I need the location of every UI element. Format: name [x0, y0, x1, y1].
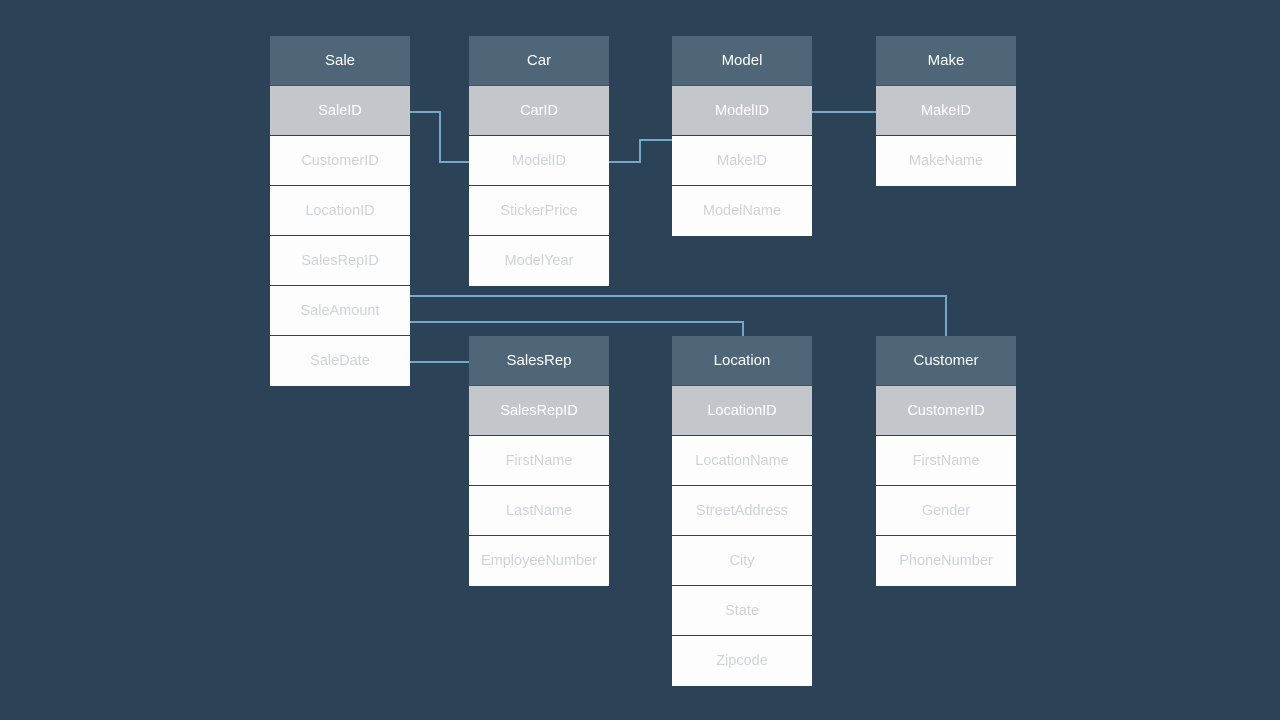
primary-key-row-modelid[interactable]: ModelID: [672, 86, 812, 136]
primary-key-row-makeid[interactable]: MakeID: [876, 86, 1016, 136]
field-row-makename[interactable]: MakeName: [876, 136, 1016, 186]
table-header-location: Location: [672, 336, 812, 386]
field-row-customerid[interactable]: CustomerID: [270, 136, 410, 186]
connector-car-modelid: [605, 139, 677, 163]
field-row-state[interactable]: State: [672, 586, 812, 636]
field-row-city[interactable]: City: [672, 536, 812, 586]
field-row-modelid[interactable]: ModelID: [469, 136, 609, 186]
primary-key-row-carid[interactable]: CarID: [469, 86, 609, 136]
field-row-employeenumber[interactable]: EmployeeNumber: [469, 536, 609, 586]
field-row-makeid[interactable]: MakeID: [672, 136, 812, 186]
primary-key-row-salesrepid[interactable]: SalesRepID: [469, 386, 609, 436]
connector-sale-carid: [403, 111, 473, 163]
field-row-saleamount[interactable]: SaleAmount: [270, 286, 410, 336]
table-header-model: Model: [672, 36, 812, 86]
field-row-streetaddress[interactable]: StreetAddress: [672, 486, 812, 536]
field-row-locationname[interactable]: LocationName: [672, 436, 812, 486]
table-header-car: Car: [469, 36, 609, 86]
table-header-customer: Customer: [876, 336, 1016, 386]
field-row-firstname[interactable]: FirstName: [876, 436, 1016, 486]
connector-sale-customerid: [407, 295, 947, 340]
field-row-modelname[interactable]: ModelName: [672, 186, 812, 236]
field-row-firstname[interactable]: FirstName: [469, 436, 609, 486]
field-row-stickerprice[interactable]: StickerPrice: [469, 186, 609, 236]
table-header-salesrep: SalesRep: [469, 336, 609, 386]
field-row-salesrepid[interactable]: SalesRepID: [270, 236, 410, 286]
field-row-gender[interactable]: Gender: [876, 486, 1016, 536]
field-row-modelyear[interactable]: ModelYear: [469, 236, 609, 286]
field-row-locationid[interactable]: LocationID: [270, 186, 410, 236]
table-header-make: Make: [876, 36, 1016, 86]
primary-key-row-customerid[interactable]: CustomerID: [876, 386, 1016, 436]
field-row-saledate[interactable]: SaleDate: [270, 336, 410, 386]
table-header-sale: Sale: [270, 36, 410, 86]
primary-key-row-locationid[interactable]: LocationID: [672, 386, 812, 436]
field-row-phonenumber[interactable]: PhoneNumber: [876, 536, 1016, 586]
field-row-zipcode[interactable]: Zipcode: [672, 636, 812, 686]
primary-key-row-saleid[interactable]: SaleID: [270, 86, 410, 136]
field-row-lastname[interactable]: LastName: [469, 486, 609, 536]
